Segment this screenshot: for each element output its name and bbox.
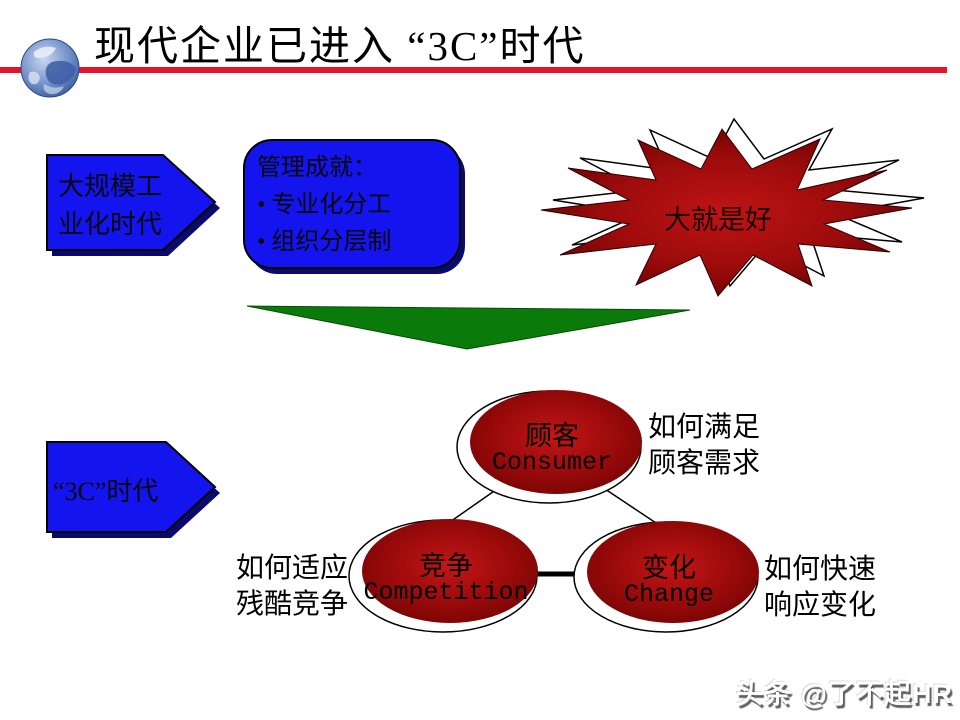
funnel-triangle — [246, 305, 691, 350]
consumer-label-en: Consumer — [491, 448, 613, 477]
watermark-text: 头条 @了不起HR — [736, 679, 953, 709]
starburst-fill — [540, 128, 913, 297]
industrial-era-arrow — [46, 154, 220, 256]
consumer-annotation: 如何满足 顾客需求 — [648, 410, 760, 482]
consumer-annotation-line2: 顾客需求 — [648, 448, 761, 479]
change-node — [573, 521, 759, 633]
competition-annotation-line2: 残酷竞争 — [236, 589, 349, 620]
industrial-era-line1: 大规模工 — [58, 172, 163, 201]
management-box — [243, 139, 465, 274]
starburst-label: 大就是好 — [664, 205, 772, 235]
competition-label-zh: 竞争 — [419, 551, 473, 581]
competition-label-en: Competition — [363, 578, 529, 607]
change-annotation-line1: 如何快速 — [764, 554, 877, 585]
change-label-zh: 变化 — [642, 553, 696, 583]
competition-node — [348, 519, 538, 633]
consumer-annotation-line1: 如何满足 — [648, 412, 761, 443]
industrial-era-line2: 业化时代 — [58, 210, 163, 239]
starburst-shape — [540, 117, 925, 297]
era-3c-label: “3C”时代 — [53, 477, 159, 506]
management-box-label: 管理成就： • 专业化分工 • 组织分层制 — [257, 150, 457, 261]
change-label-en: Change — [623, 580, 714, 609]
era-3c-arrow — [46, 441, 220, 538]
change-annotation: 如何快速 响应变化 — [764, 552, 876, 624]
connector-consumer-change — [601, 486, 657, 524]
competition-annotation: 如何适应 残酷竞争 — [236, 551, 348, 623]
slide-title: 现代企业已进入 “3C”时代 — [94, 23, 586, 69]
consumer-node — [456, 390, 642, 504]
globe-icon — [20, 38, 80, 98]
title-rule — [0, 67, 947, 73]
connector-consumer-competition — [446, 486, 501, 525]
competition-annotation-line1: 如何适应 — [236, 553, 349, 584]
industrial-era-label: 大规模工 业化时代 — [58, 168, 218, 244]
management-bullet-1: • 专业化分工 — [257, 192, 392, 218]
consumer-label-zh: 顾客 — [525, 421, 579, 451]
management-heading: 管理成就： — [257, 155, 377, 181]
change-annotation-line2: 响应变化 — [764, 590, 877, 621]
management-bullet-2: • 组织分层制 — [257, 229, 392, 255]
